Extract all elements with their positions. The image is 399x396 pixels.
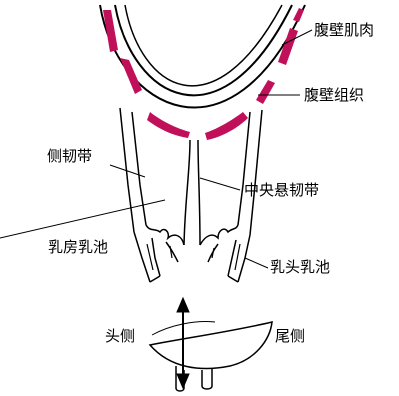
right-teat-canal bbox=[212, 244, 240, 270]
udder-right-outer bbox=[250, 110, 262, 235]
left-teat-canal bbox=[147, 244, 172, 270]
udder-left-inner bbox=[132, 112, 146, 225]
label-median-suspensory-ligament: 中央悬韧带 bbox=[244, 181, 319, 199]
median-ligament bbox=[184, 140, 200, 245]
label-cranial: 头侧 bbox=[105, 327, 135, 345]
side-view-udder bbox=[150, 322, 272, 391]
label-caudal: 尾侧 bbox=[275, 327, 305, 345]
label-abdominal-muscle: 腹壁肌肉 bbox=[314, 21, 374, 39]
label-lateral-ligament: 侧韧带 bbox=[47, 147, 92, 165]
vertical-arrow bbox=[177, 298, 189, 388]
label-teat-cistern: 乳头乳池 bbox=[270, 258, 330, 276]
label-abdominal-tissue: 腹壁组织 bbox=[304, 86, 364, 104]
right-teat bbox=[208, 235, 250, 282]
label-gland-cistern: 乳房乳池 bbox=[48, 238, 108, 256]
udder-right-inner bbox=[238, 112, 250, 225]
left-gland-cistern bbox=[146, 225, 184, 245]
abdominal-wall-outer bbox=[100, 5, 305, 107]
right-gland-cistern bbox=[200, 225, 238, 245]
udder-left-outer bbox=[120, 108, 134, 232]
